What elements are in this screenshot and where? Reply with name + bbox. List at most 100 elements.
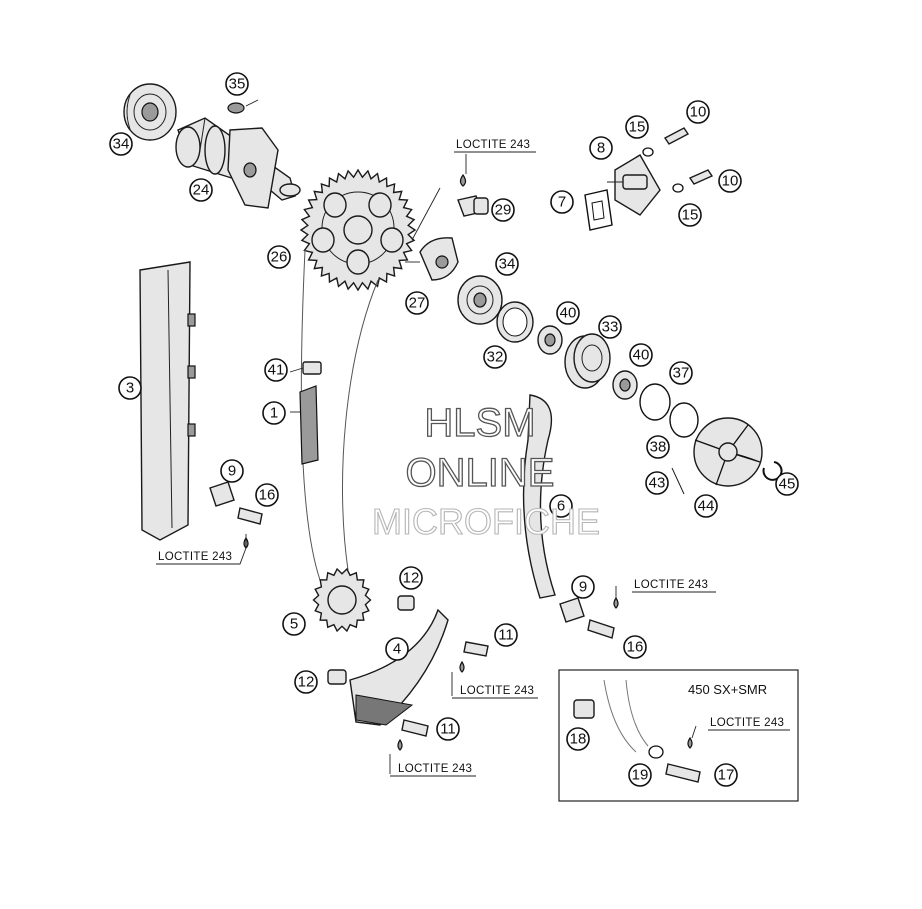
svg-text:18: 18 (570, 731, 587, 748)
svg-text:7: 7 (558, 194, 566, 211)
svg-text:32: 32 (487, 349, 504, 366)
svg-text:4: 4 (393, 641, 401, 658)
bearing-40-a (537, 325, 563, 355)
loctite-note-inset: LOCTITE 243 (710, 717, 784, 729)
loctite-note-right: LOCTITE 243 (634, 579, 708, 591)
svg-text:34: 34 (113, 136, 130, 153)
bolt-10-a (663, 127, 690, 145)
svg-text:33: 33 (602, 319, 619, 336)
crank-sprocket-5 (312, 567, 372, 633)
callout-11: 11 (436, 717, 460, 741)
svg-text:43: 43 (649, 475, 666, 492)
svg-text:27: 27 (409, 295, 426, 312)
sleeve-9-right (559, 597, 585, 623)
callout-6: 6 (549, 494, 573, 518)
o-ring-32 (496, 301, 534, 343)
svg-text:37: 37 (673, 365, 690, 382)
bearing-34-left (123, 83, 177, 141)
loctite-note-left: LOCTITE 243 (158, 551, 232, 563)
svg-text:38: 38 (650, 439, 667, 456)
svg-text:26: 26 (271, 249, 288, 266)
svg-text:17: 17 (718, 767, 735, 784)
loctite-note-bottom: LOCTITE 243 (398, 763, 472, 775)
svg-text:10: 10 (690, 104, 707, 121)
svg-text:16: 16 (627, 639, 644, 656)
svg-text:29: 29 (495, 202, 512, 219)
callout-3: 3 (118, 376, 142, 400)
tensioner-8 (607, 154, 661, 216)
variant-inset-box (558, 669, 799, 802)
guide-rail-4 (349, 608, 449, 726)
loctite-note-top: LOCTITE 243 (456, 139, 530, 151)
bolt-10-b (688, 169, 714, 185)
sleeve-9-left (209, 481, 235, 507)
callout-17: 17 (714, 763, 738, 787)
callout-33: 33 (598, 315, 622, 339)
bearing-40-b (612, 370, 638, 400)
callout-34: 34 (109, 132, 133, 156)
callout-41: 41 (264, 358, 288, 382)
svg-text:12: 12 (403, 570, 420, 587)
callout-10: 10 (718, 169, 742, 193)
o-ring-38 (669, 402, 699, 438)
callout-45: 45 (775, 472, 799, 496)
svg-text:44: 44 (698, 498, 715, 515)
svg-text:5: 5 (290, 616, 298, 633)
svg-text:3: 3 (126, 380, 134, 397)
loctite-notes: LOCTITE 243 LOCTITE 243 LOCTITE 243 LOCT… (156, 139, 790, 777)
pin-43 (671, 467, 685, 495)
bush-12-top (397, 595, 415, 611)
guide-rail-3 (139, 261, 196, 541)
callout-19: 19 (628, 763, 652, 787)
watermark-line-3: MICROFICHE (372, 501, 600, 542)
callout-11: 11 (494, 623, 518, 647)
part-drawings (123, 83, 799, 802)
watermark-line-1: HLSM (424, 401, 535, 445)
callout-15: 15 (625, 115, 649, 139)
leader-lines (245, 154, 697, 774)
callout-5: 5 (282, 612, 306, 636)
svg-text:9: 9 (579, 579, 587, 596)
svg-text:35: 35 (229, 76, 246, 93)
callout-43: 43 (645, 471, 669, 495)
cam-sprocket-26 (299, 168, 417, 292)
svg-text:10: 10 (722, 173, 739, 190)
svg-text:34: 34 (499, 256, 516, 273)
washer-15-a (642, 147, 654, 157)
svg-text:15: 15 (682, 207, 699, 224)
callout-32: 32 (483, 345, 507, 369)
loctite-note-mid: LOCTITE 243 (460, 685, 534, 697)
callout-12: 12 (399, 566, 423, 590)
svg-text:11: 11 (440, 721, 456, 738)
svg-text:9: 9 (228, 463, 236, 480)
callout-10: 10 (686, 100, 710, 124)
callout-16: 16 (255, 483, 279, 507)
svg-text:16: 16 (259, 487, 276, 504)
svg-text:12: 12 (298, 674, 315, 691)
callout-8: 8 (589, 136, 613, 160)
camshaft-24 (175, 117, 301, 209)
o-ring-37 (639, 383, 671, 421)
svg-text:45: 45 (779, 476, 796, 493)
bolt-11-top (459, 641, 489, 673)
pulley-33 (564, 333, 611, 389)
callout-44: 44 (694, 494, 718, 518)
callout-7: 7 (550, 190, 574, 214)
svg-text:19: 19 (632, 767, 649, 784)
gasket-7 (584, 189, 613, 231)
callout-9: 9 (571, 575, 595, 599)
callout-35: 35 (225, 72, 249, 96)
svg-text:41: 41 (268, 362, 285, 379)
inset-title: 450 SX+SMR (688, 682, 767, 697)
callout-9: 9 (220, 459, 244, 483)
svg-text:6: 6 (557, 498, 565, 515)
bush-12-bottom (327, 669, 347, 685)
svg-text:1: 1 (270, 405, 278, 422)
bearing-34-right (457, 275, 503, 325)
tensioner-rail-6 (522, 394, 556, 599)
svg-text:40: 40 (560, 305, 577, 322)
callout-26: 26 (267, 245, 291, 269)
svg-text:40: 40 (633, 347, 650, 364)
impeller-44 (693, 417, 763, 487)
